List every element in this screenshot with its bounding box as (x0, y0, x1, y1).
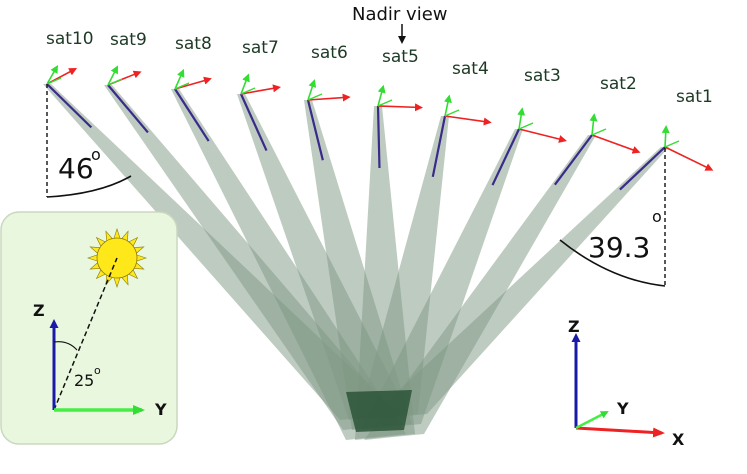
local-y-axis (664, 140, 680, 148)
satellite-sat4 (431, 94, 492, 178)
satellite-sat9 (107, 65, 149, 134)
local-z-axis (661, 125, 670, 148)
triad-y-axis (575, 410, 609, 430)
local-z-axis (377, 84, 386, 107)
sat4-label: sat4 (452, 59, 489, 79)
satellite-sat5 (376, 84, 423, 169)
axes-triad: Z Y X (568, 317, 685, 449)
satellite-sat2 (554, 113, 641, 186)
sensor-body (306, 99, 324, 161)
local-y-axis (518, 122, 534, 130)
satellite-sat3 (491, 107, 567, 186)
beam-sat3 (361, 129, 523, 430)
sensor-body (431, 115, 447, 178)
sat5-label: sat5 (382, 47, 419, 67)
local-z-axis (240, 73, 250, 95)
sun-direction-line (53, 257, 118, 411)
local-z-axis (307, 79, 317, 101)
local-y-axis (307, 93, 323, 101)
sun-inset-panel: Z Y 25 o (0, 211, 178, 445)
sensor-body (107, 84, 149, 134)
sat3-label: sat3 (524, 66, 561, 86)
left-angle-unit: o (91, 145, 101, 164)
nadir-view-annotation: Nadir view (352, 4, 448, 44)
local-z-axis (589, 113, 598, 136)
local-z-axis (443, 94, 452, 117)
sensor-body (239, 93, 268, 151)
sat1-label: sat1 (676, 87, 713, 107)
local-x-axis (174, 76, 212, 90)
right-angle-value: 39.3 (588, 231, 650, 264)
local-x-axis (518, 128, 567, 143)
beam-sat4 (358, 116, 449, 420)
local-y-axis (174, 82, 190, 90)
satellite-labels: sat10 sat9 sat8 sat7 sat6 sat5 sat4 sat3… (46, 29, 713, 107)
beam-sat1 (367, 147, 669, 420)
inset-z-label: Z (33, 301, 45, 320)
left-angle-value: 46 (58, 152, 94, 185)
satellite-sat10 (46, 64, 93, 129)
left-angle-arc (46, 175, 132, 198)
view-beams (43, 84, 669, 440)
local-y-axis (444, 109, 460, 117)
local-y-axis (240, 87, 256, 95)
local-z-axis (46, 64, 58, 85)
triad-x-label: X (672, 430, 685, 449)
sensor-body (174, 88, 210, 142)
local-z-axis (517, 107, 526, 130)
nadir-view-label: Nadir view (352, 4, 448, 25)
local-y-axis (107, 78, 123, 86)
satellites (46, 64, 714, 191)
satellite-sat8 (174, 68, 212, 142)
satellite-sat1 (619, 125, 714, 191)
local-x-axis (664, 146, 714, 171)
local-x-axis (591, 134, 641, 154)
triad-z-label: Z (568, 317, 580, 336)
right-angle-arc (559, 239, 666, 287)
inset-y-label: Y (154, 400, 167, 419)
satellite-sat6 (306, 79, 351, 161)
sensor-body (491, 128, 520, 186)
ground-footprint (346, 390, 412, 432)
sat8-label: sat8 (175, 34, 212, 54)
satellite-sat7 (239, 73, 281, 151)
inset-angle-value: 25 (74, 371, 94, 390)
triad-y-label: Y (616, 399, 629, 418)
sat2-label: sat2 (600, 74, 637, 94)
local-y-axis (377, 99, 393, 107)
right-angle-unit: o (652, 207, 662, 226)
local-x-axis (444, 115, 492, 126)
sat6-label: sat6 (311, 43, 348, 63)
local-y-axis (46, 77, 62, 85)
sensor-body (619, 146, 666, 191)
local-y-axis (591, 128, 607, 136)
local-z-axis (107, 65, 118, 86)
inset-angle-arc (53, 341, 78, 351)
sensor-body (376, 105, 381, 169)
local-x-axis (307, 93, 351, 102)
right-angle-annotation: 39.3 o (559, 148, 666, 287)
sat7-label: sat7 (242, 38, 279, 58)
sensor-body (554, 134, 593, 186)
sensor-body (46, 83, 93, 129)
triad-x-axis (575, 426, 665, 438)
local-x-axis (240, 84, 281, 95)
sat10-label: sat10 (46, 29, 94, 49)
inset-angle-unit: o (94, 364, 101, 377)
left-angle-annotation: 46 o (46, 84, 132, 198)
sat9-label: sat9 (110, 30, 147, 50)
local-x-axis (377, 103, 423, 112)
beam-sat2 (364, 135, 596, 440)
local-z-axis (174, 68, 185, 90)
